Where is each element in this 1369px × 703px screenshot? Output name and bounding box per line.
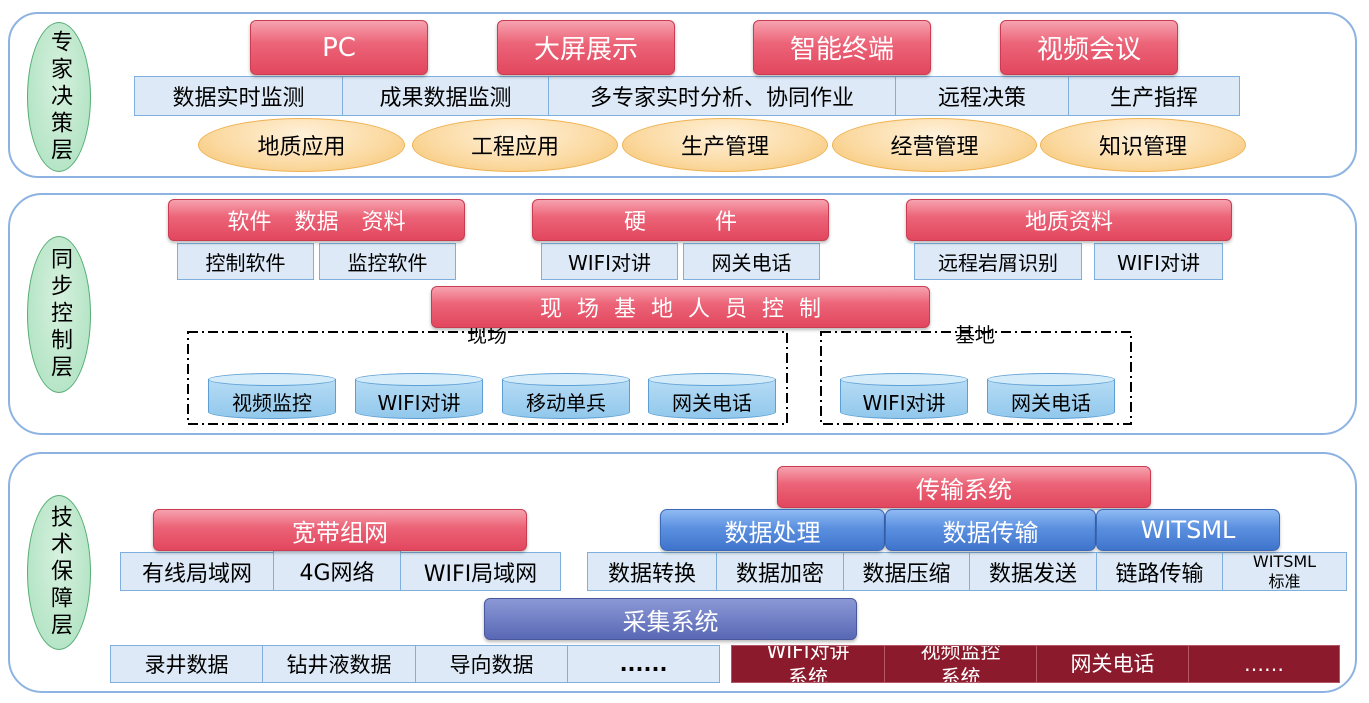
steering-data-cell: 导向数据 (415, 645, 568, 683)
application-production-management: 生产管理 (622, 118, 828, 172)
control-layer-title: 同步控制层 (47, 247, 72, 382)
video-monitoring-system-cell: 视频监控 系统 (884, 645, 1037, 683)
group-geology-data-title: 地质资料 (906, 199, 1232, 241)
cylinder-body (208, 379, 336, 419)
site-zone-border (187, 331, 788, 425)
function-multi-expert-analysis: 多专家实时分析、协同作业 (548, 76, 896, 116)
device-label: 网关电话 (672, 391, 752, 415)
decision-layer-badge: 专家决策层 (27, 22, 91, 172)
terminal-video-conference: 视频会议 (1000, 20, 1178, 75)
wifi-lan-cell: WIFI局域网 (400, 552, 561, 591)
site-device-video-monitoring: 视频监控 (208, 373, 336, 419)
data-conversion-cell: 数据转换 (587, 552, 717, 591)
device-label: 视频监控 (232, 391, 312, 415)
device-label: WIFI对讲 (862, 391, 946, 415)
device-label: WIFI对讲 (377, 391, 461, 415)
base-zone-border (820, 331, 1132, 425)
function-realtime-monitoring: 数据实时监测 (134, 76, 343, 116)
remote-cuttings-recognition-cell: 远程岩屑识别 (914, 243, 1082, 280)
control-software-cell: 控制软件 (177, 243, 314, 280)
application-knowledge-management: 知识管理 (1040, 118, 1246, 172)
hardware-wifi-intercom-cell: WIFI对讲 (541, 243, 678, 280)
function-results-monitoring: 成果数据监测 (342, 76, 549, 116)
function-remote-decision: 远程决策 (895, 76, 1069, 116)
terminal-pc: PC (250, 20, 428, 75)
application-engineering: 工程应用 (412, 118, 618, 172)
mud-logging-data-cell: 录井数据 (110, 645, 263, 683)
device-label: 网关电话 (1011, 391, 1091, 415)
data-transfer-title: 数据传输 (885, 509, 1096, 551)
broadband-network-title: 宽带组网 (153, 509, 527, 551)
base-device-gateway-phone: 网关电话 (987, 373, 1115, 419)
site-device-wifi-intercom: WIFI对讲 (355, 373, 483, 419)
data-encryption-cell: 数据加密 (716, 552, 844, 591)
cylinder-top (208, 373, 336, 386)
group-hardware-title: 硬 件 (532, 199, 829, 241)
acquisition-system-title: 采集系统 (484, 598, 857, 640)
function-production-command: 生产指挥 (1068, 76, 1240, 116)
terminal-smart-device: 智能终端 (753, 20, 931, 75)
cylinder-top (355, 373, 483, 386)
cylinder-top (502, 373, 630, 386)
base-zone-label: 基地 (955, 323, 995, 347)
wifi-intercom-system-cell: WIFI对讲 系统 (731, 645, 885, 683)
drilling-fluid-data-cell: 钻井液数据 (262, 645, 416, 683)
cylinder-top (987, 373, 1115, 386)
wired-lan-cell: 有线局域网 (120, 552, 274, 591)
more-data-sources-cell: ...... (567, 645, 720, 683)
hardware-gateway-phone-cell: 网关电话 (683, 243, 820, 280)
terminal-large-screen: 大屏展示 (497, 20, 675, 75)
cylinder-body (648, 379, 776, 419)
transmission-system-title: 传输系统 (777, 466, 1151, 508)
link-transmission-cell: 链路传输 (1096, 552, 1223, 591)
support-layer-badge: 技术保障层 (27, 495, 91, 650)
application-business-management: 经营管理 (832, 118, 1037, 172)
cylinder-top (648, 373, 776, 386)
base-device-wifi-intercom: WIFI对讲 (840, 373, 968, 419)
data-compression-cell: 数据压缩 (843, 552, 970, 591)
device-label: 移动单兵 (526, 391, 606, 415)
site-device-mobile-unit: 移动单兵 (502, 373, 630, 419)
cylinder-top (840, 373, 968, 386)
4g-network-cell: 4G网络 (273, 550, 401, 591)
site-device-gateway-phone: 网关电话 (648, 373, 776, 419)
monitoring-software-cell: 监控软件 (319, 243, 456, 280)
gateway-phone-system-cell: 网关电话 (1036, 645, 1189, 683)
data-sending-cell: 数据发送 (969, 552, 1097, 591)
witsml-title: WITSML (1096, 509, 1280, 551)
application-geology: 地质应用 (198, 118, 405, 172)
witsml-standard-cell: WITSML 标准 (1222, 552, 1347, 591)
data-processing-title: 数据处理 (660, 509, 885, 551)
control-layer-badge: 同步控制层 (27, 236, 91, 393)
more-systems-cell: …… (1188, 645, 1340, 683)
geology-wifi-intercom-cell: WIFI对讲 (1094, 243, 1223, 280)
personnel-control-bar: 现 场 基 地 人 员 控 制 (431, 286, 930, 328)
group-software-data-title: 软件 数据 资料 (168, 199, 465, 241)
decision-layer-title: 专家决策层 (47, 29, 72, 165)
support-layer-title: 技术保障层 (47, 505, 72, 640)
